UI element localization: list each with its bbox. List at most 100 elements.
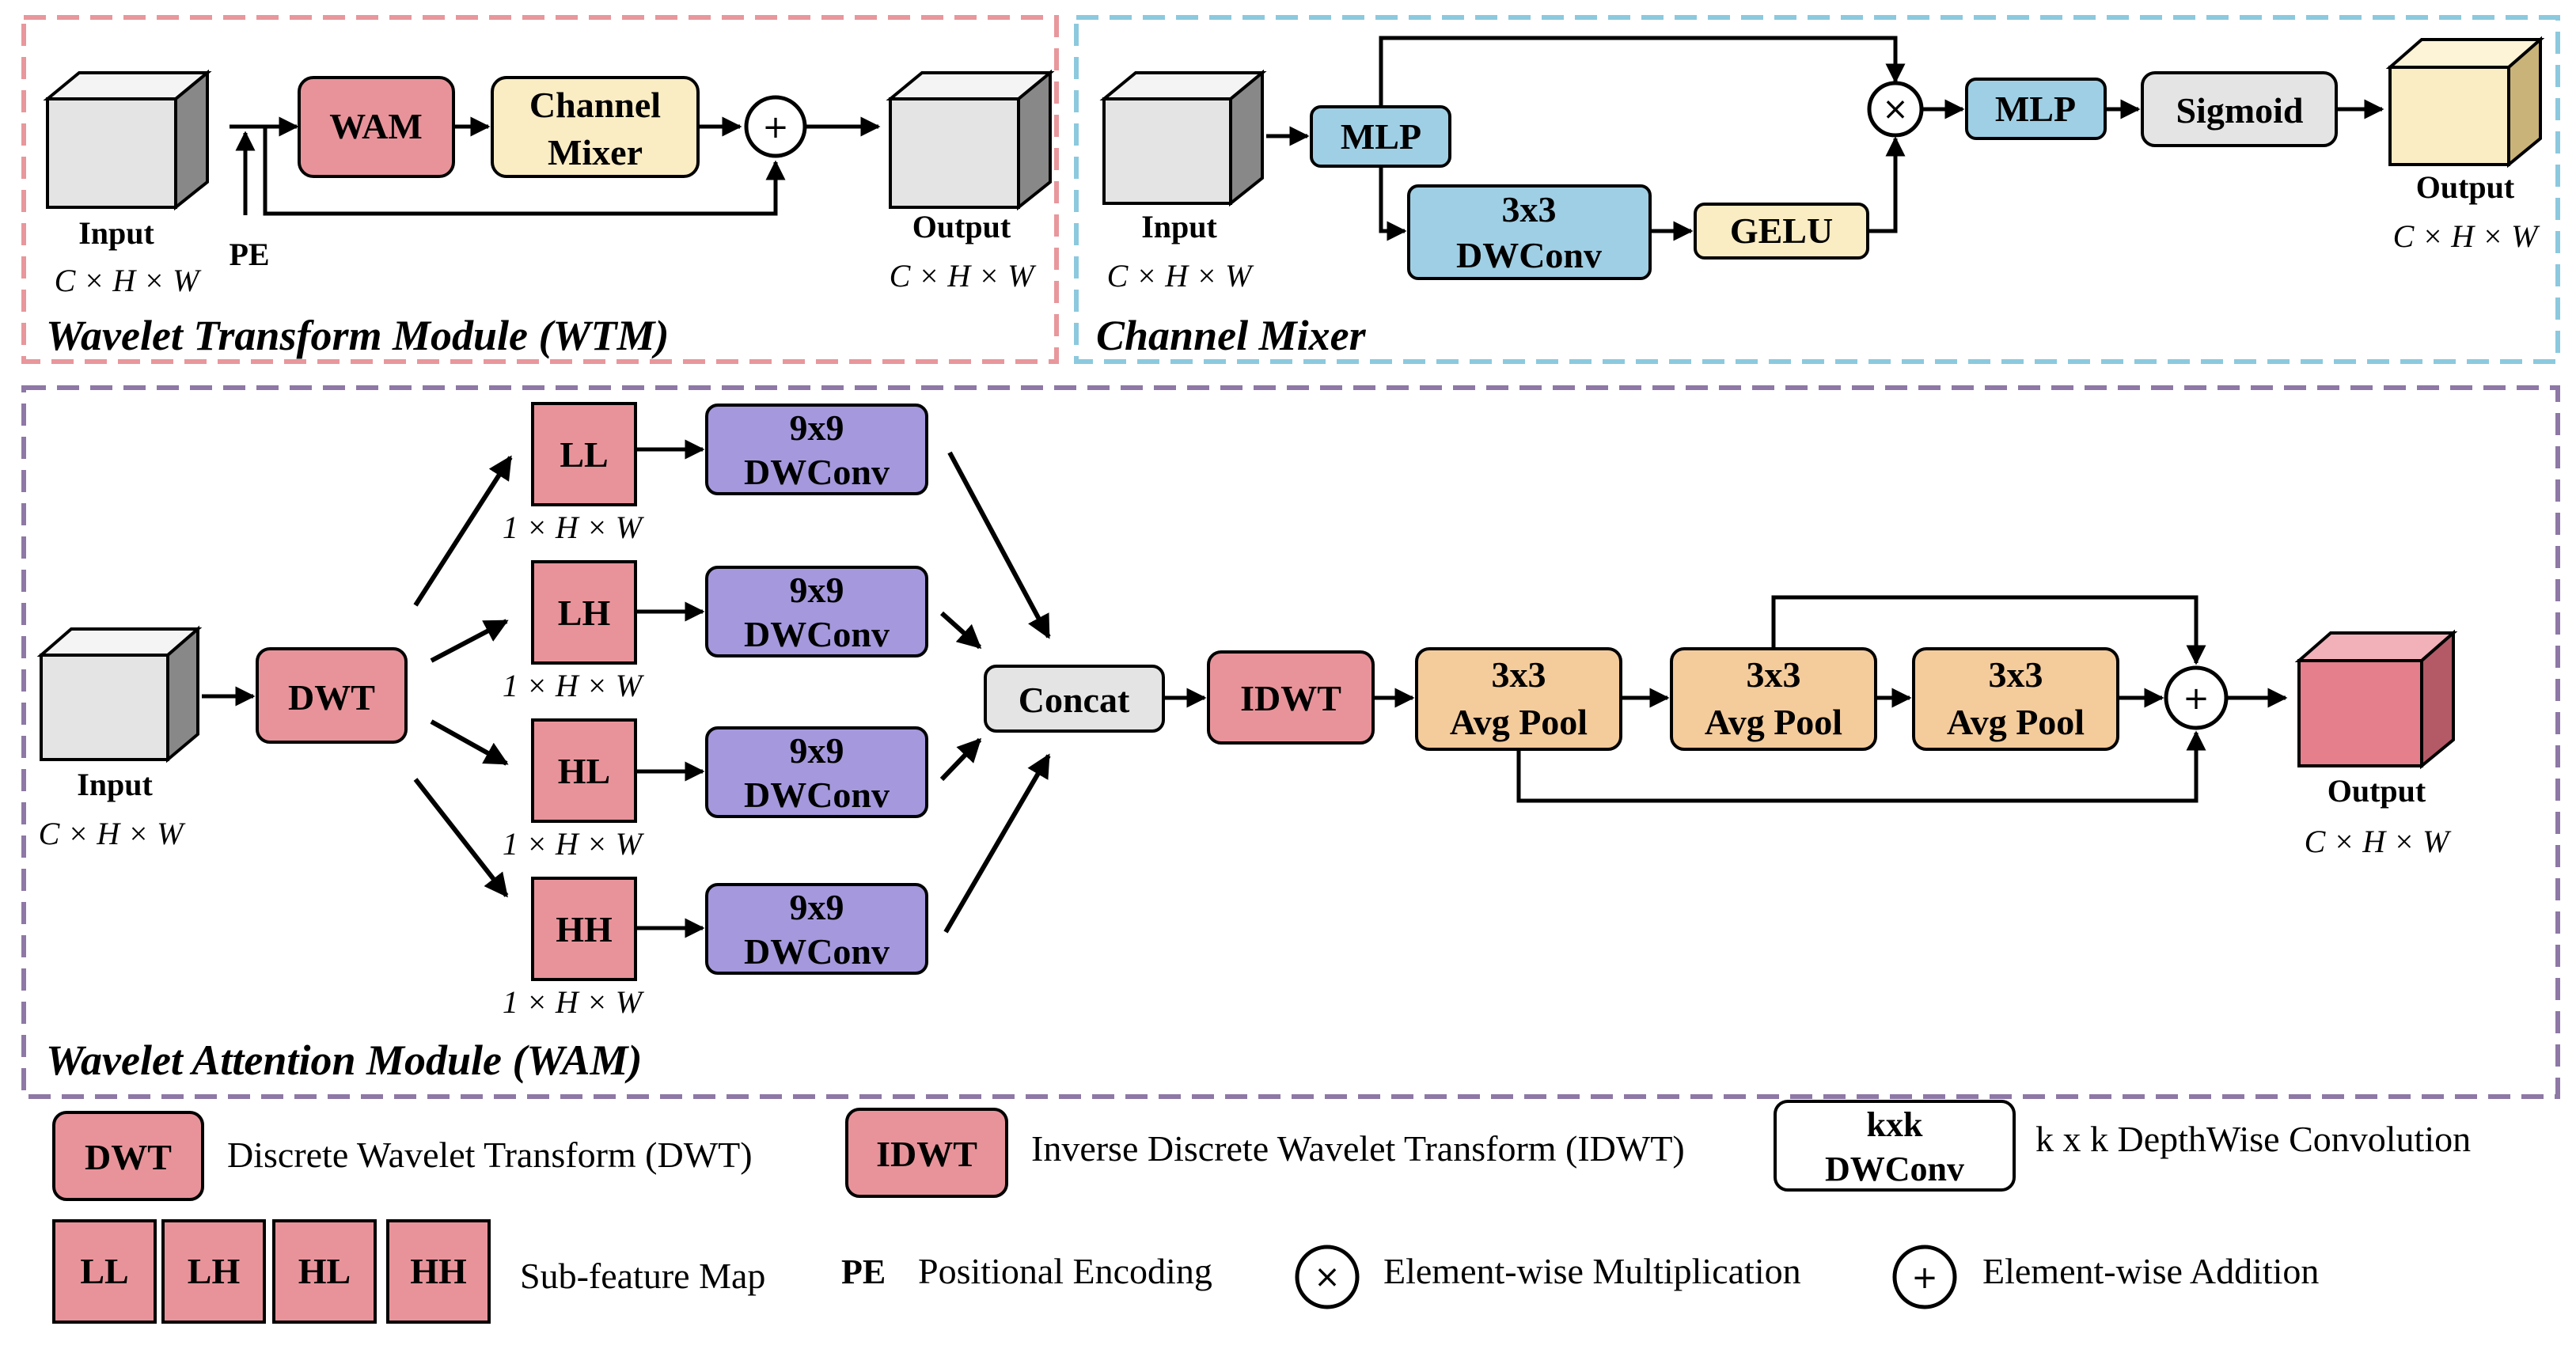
wam-input-dims: C × H × W [39, 816, 187, 851]
svg-text:LH: LH [558, 593, 611, 633]
legend-idwt-box: IDWT [845, 1108, 1008, 1198]
svg-text:HH: HH [410, 1251, 467, 1291]
svg-text:MLP: MLP [1341, 116, 1421, 157]
dwconv-lh: 9x9 DWConv [705, 566, 928, 657]
svg-text:9x9: 9x9 [790, 730, 844, 771]
subband-hl: HL [531, 718, 637, 823]
wam-add-operator: + [2164, 665, 2229, 730]
legend-pe-text: Positional Encoding [918, 1251, 1212, 1291]
svg-text:×: × [1314, 1259, 1341, 1295]
legend-mult-text: Element-wise Multiplication [1383, 1251, 1801, 1291]
legend-add-operator: + [1892, 1245, 1957, 1309]
svg-text:3x3: 3x3 [1989, 654, 2043, 695]
svg-text:LL: LL [80, 1251, 128, 1291]
svg-text:3x3: 3x3 [1502, 189, 1557, 229]
svg-text:GELU: GELU [1730, 210, 1833, 251]
svg-text:3x3: 3x3 [1747, 654, 1801, 695]
wtm-input-dims: C × H × W [55, 263, 203, 298]
svg-text:+: + [1911, 1260, 1938, 1296]
mixer-mlp-2: MLP [1965, 78, 2107, 140]
svg-text:9x9: 9x9 [790, 887, 844, 927]
dwconv-hl: 9x9 DWConv [705, 726, 928, 818]
legend-add-text: Element-wise Addition [1982, 1251, 2319, 1291]
channel-mixer-block: Channel Mixer [491, 76, 700, 178]
svg-text:Sigmoid: Sigmoid [2176, 90, 2303, 131]
wtm-add-operator: + [744, 95, 807, 158]
gelu-block: GELU [1694, 203, 1869, 260]
subband-ll: LL [531, 402, 637, 506]
wtm-title: Wavelet Transform Module (WTM) [46, 312, 669, 359]
svg-text:+: + [2183, 680, 2210, 717]
wam-section-border [21, 385, 2560, 1099]
svg-text:3x3: 3x3 [1492, 654, 1546, 695]
wam-input-cube [36, 625, 203, 764]
svg-text:HL: HL [558, 751, 610, 791]
svg-text:LL: LL [560, 434, 608, 475]
svg-text:HL: HL [298, 1251, 351, 1291]
legend-dwt-text: Discrete Wavelet Transform (DWT) [227, 1135, 753, 1175]
svg-text:DWConv: DWConv [744, 452, 890, 492]
legend-idwt-text: Inverse Discrete Wavelet Transform (IDWT… [1031, 1128, 1685, 1169]
svg-text:HH: HH [556, 909, 613, 949]
mixer-section-border [1074, 15, 2560, 364]
wam-output-label: Output [2328, 773, 2426, 809]
wam-output-dims: C × H × W [2305, 824, 2453, 859]
mixer-dwconv-block: 3x3 DWConv [1407, 184, 1652, 280]
dwt-block: DWT [256, 647, 408, 744]
mixer-output-dims: C × H × W [2393, 218, 2541, 254]
subband-lh: LH [531, 560, 637, 665]
legend-mult-operator: × [1295, 1245, 1360, 1309]
mixer-input-label: Input [1141, 209, 1217, 244]
mixer-input-cube [1099, 69, 1267, 207]
svg-text:Avg Pool: Avg Pool [1705, 702, 1842, 742]
svg-text:Avg Pool: Avg Pool [1450, 702, 1588, 742]
svg-text:×: × [1882, 91, 1909, 127]
svg-text:IDWT: IDWT [876, 1134, 977, 1174]
svg-text:9x9: 9x9 [790, 570, 844, 610]
svg-text:Concat: Concat [1019, 680, 1130, 720]
svg-text:Channel: Channel [529, 85, 661, 125]
sigmoid-block: Sigmoid [2141, 71, 2338, 147]
wtm-output-cube [886, 69, 1055, 211]
legend: DWT Discrete Wavelet Transform (DWT) IDW… [52, 1100, 2471, 1324]
avg-pool-3: 3x3 Avg Pool [1912, 647, 2119, 751]
mixer-title: Channel Mixer [1096, 312, 1367, 359]
wtm-input-label: Input [78, 215, 154, 251]
svg-text:Mixer: Mixer [548, 132, 643, 172]
wtm-output-dims: C × H × W [890, 258, 1038, 294]
mixer-output-cube [2385, 36, 2545, 169]
mixer-mlp-1: MLP [1310, 105, 1451, 168]
svg-text:DWConv: DWConv [1456, 235, 1602, 275]
idwt-block: IDWT [1207, 650, 1375, 745]
mixer-mult-operator: × [1867, 81, 1924, 138]
wam-title: Wavelet Attention Module (WAM) [46, 1036, 643, 1084]
svg-text:DWConv: DWConv [744, 775, 890, 815]
legend-dwconv-text: k x k DepthWise Convolution [2035, 1119, 2471, 1159]
legend-subfeature-hl: HL [272, 1219, 377, 1324]
subband-ll-dims: 1 × H × W [503, 510, 645, 545]
svg-text:9x9: 9x9 [790, 407, 844, 448]
wam-input-label: Input [77, 767, 153, 802]
svg-text:DWConv: DWConv [1825, 1150, 1964, 1188]
legend-subfeature-ll: LL [52, 1219, 157, 1324]
subband-lh-dims: 1 × H × W [503, 668, 645, 703]
svg-text:MLP: MLP [1995, 89, 2076, 129]
wtm-section-border [21, 15, 1059, 364]
avg-pool-2: 3x3 Avg Pool [1670, 647, 1877, 751]
wam-block: WAM [298, 76, 455, 178]
wam-output-cube [2294, 629, 2458, 770]
concat-block: Concat [984, 665, 1165, 733]
svg-text:kxk: kxk [1867, 1105, 1923, 1144]
svg-text:WAM: WAM [329, 106, 423, 146]
svg-text:+: + [762, 109, 789, 146]
subband-hh: HH [531, 877, 637, 981]
legend-subfeature-text: Sub-feature Map [520, 1256, 765, 1296]
avg-pool-1: 3x3 Avg Pool [1415, 647, 1622, 751]
subband-hl-dims: 1 × H × W [503, 826, 645, 862]
legend-subfeature-hh: HH [386, 1219, 491, 1324]
svg-text:DWConv: DWConv [744, 931, 890, 972]
mixer-output-label: Output [2416, 169, 2515, 205]
subband-hh-dims: 1 × H × W [503, 984, 645, 1020]
